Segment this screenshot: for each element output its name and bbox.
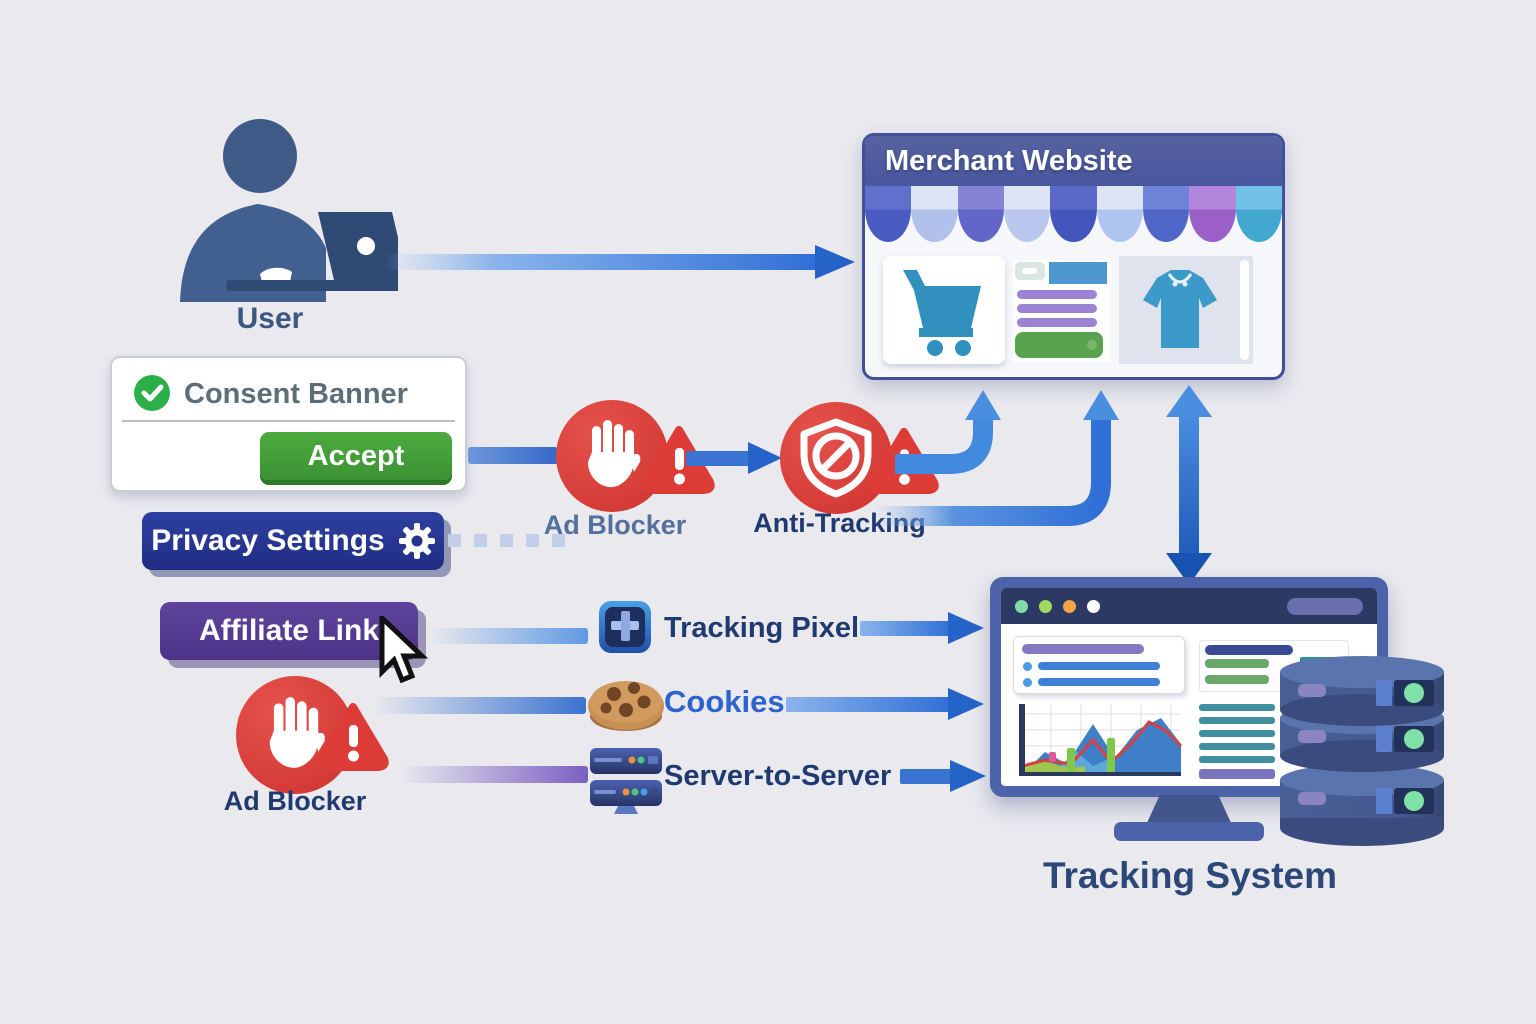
awning-scallop	[1189, 186, 1236, 242]
gear-icon	[398, 523, 435, 559]
tracking-pixel-label: Tracking Pixel	[664, 612, 860, 644]
awning-scallop	[911, 186, 958, 242]
monitor-titlebar	[1001, 588, 1377, 624]
ad-blocker-bottom-label: Ad Blocker	[223, 786, 367, 816]
storefront-awning	[865, 186, 1282, 242]
shirt-icon	[1143, 270, 1217, 348]
listing-line	[1017, 304, 1097, 313]
shopping-cart-icon	[903, 270, 981, 356]
listing-line	[1017, 290, 1097, 299]
cursor-icon	[379, 616, 429, 684]
arrow-cookies-to-system	[786, 688, 984, 720]
server-to-server-label: Server-to-Server	[664, 760, 892, 792]
listing-line	[1017, 318, 1097, 327]
product-listing-panel	[1013, 260, 1111, 362]
cookie-icon	[588, 681, 664, 731]
awning-scallop	[957, 186, 1004, 242]
arrow-merchant-trackingsystem	[1166, 385, 1212, 585]
arrow-server-to-system	[900, 760, 986, 792]
listing-logo	[1015, 262, 1045, 280]
ad-blocker-icon	[236, 676, 354, 794]
cart-panel	[883, 256, 1005, 364]
awning-scallop	[1235, 186, 1282, 242]
traffic-light-dot	[1015, 599, 1028, 613]
anti-tracking-icon	[780, 402, 892, 514]
arrow-user-to-merchant	[385, 245, 855, 279]
awning-scallop	[1096, 186, 1143, 242]
privacy-settings-button[interactable]: Privacy Settings	[142, 512, 444, 570]
stop-hand-icon	[269, 697, 325, 768]
ad-blocker-icon	[556, 400, 668, 512]
consent-check-icon	[134, 375, 170, 411]
arrows-to-merchant	[875, 390, 1119, 526]
cookies-label: Cookies	[664, 684, 785, 719]
awning-scallop	[1142, 186, 1190, 242]
divider	[122, 420, 455, 422]
tracking-system-label: Tracking System	[1042, 855, 1338, 896]
merchant-website-header: Merchant Website	[865, 136, 1282, 186]
arrow-consent-to-adblocker	[468, 447, 558, 464]
monitor-stand-base	[1114, 822, 1264, 841]
scrollbar	[1240, 260, 1249, 360]
traffic-light-dot	[1087, 599, 1100, 613]
merchant-content	[865, 242, 1282, 377]
arrow-adblocker-to-antitracking	[686, 442, 782, 474]
line-adblocker-to-server	[400, 766, 588, 783]
user-label: User	[236, 302, 304, 335]
analytics-chart	[1019, 704, 1183, 776]
product-image-panel	[1119, 256, 1253, 364]
tracking-pixel-icon	[599, 601, 651, 653]
affiliate-link-button[interactable]: Affiliate Link	[160, 602, 418, 660]
consent-banner-title: Consent Banner	[184, 378, 408, 410]
listing-header	[1015, 262, 1107, 284]
line-to-cookies	[374, 697, 586, 714]
arrow-pixel-to-system	[860, 612, 984, 644]
warning-triangle-icon	[317, 703, 389, 771]
awning-scallop	[1050, 186, 1097, 242]
listing-header-bar	[1049, 262, 1107, 284]
database-icon	[1280, 656, 1444, 846]
stop-hand-icon	[588, 420, 641, 488]
merchant-website-title: Merchant Website	[885, 144, 1133, 177]
traffic-light-dot	[1063, 599, 1076, 613]
privacy-settings-label: Privacy Settings	[151, 524, 385, 557]
shield-block-icon	[800, 418, 872, 498]
dotted-connector	[448, 534, 565, 547]
line-affiliate-to-pixel	[430, 628, 588, 644]
consent-banner: Consent Banner Accept	[110, 356, 467, 492]
accept-button[interactable]: Accept	[260, 432, 452, 480]
titlebar-pill	[1287, 598, 1363, 615]
dashboard-list-card	[1013, 636, 1185, 694]
awning-scallop	[865, 186, 912, 242]
traffic-light-dot	[1039, 599, 1052, 613]
merchant-website-card: Merchant Website	[862, 133, 1285, 380]
listing-buy-button[interactable]	[1015, 332, 1103, 358]
user-at-laptop-icon	[180, 119, 398, 302]
server-stack-icon	[590, 748, 662, 814]
monitor-stand	[1146, 795, 1232, 825]
awning-scallop	[1003, 186, 1051, 242]
ad-blocker-label: Ad Blocker	[543, 510, 687, 540]
dashboard-sidebar-list	[1199, 704, 1275, 779]
warning-triangle-icon	[643, 426, 715, 494]
